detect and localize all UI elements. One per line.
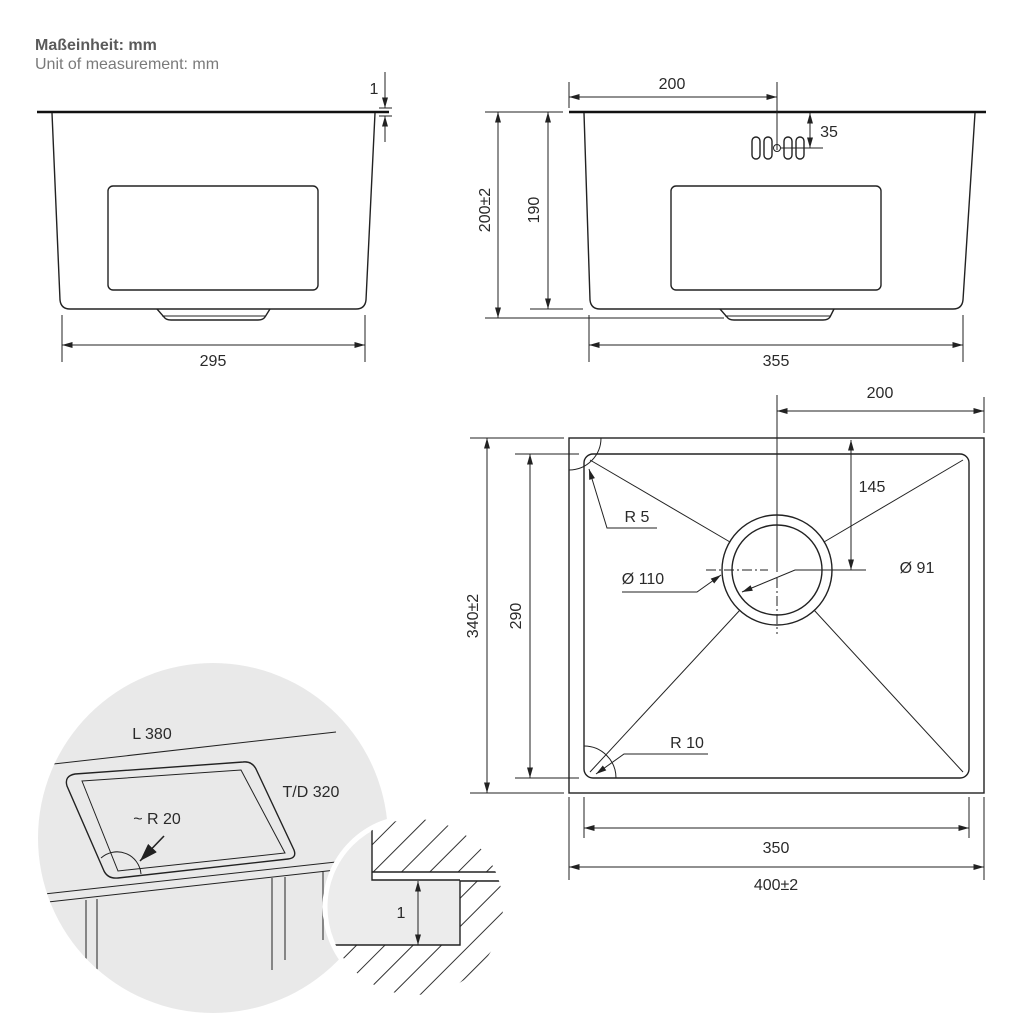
rim-section-detail: 1 bbox=[322, 814, 508, 1000]
drain-inner-diameter-callout: Ø 91 bbox=[741, 560, 935, 593]
inner-width-label: 350 bbox=[763, 840, 790, 857]
cutout-corner-radius-arc bbox=[100, 851, 142, 875]
slope-line bbox=[823, 459, 964, 543]
top-width-dimensions: 350 400±2 bbox=[568, 797, 985, 894]
top-depth-dimensions: 340±2 290 bbox=[465, 437, 579, 794]
base-section-hatch bbox=[327, 881, 503, 995]
side-view: 200 35 200±2 190 355 bbox=[477, 76, 986, 370]
drain-offset-x-dimension: 200 bbox=[777, 385, 985, 433]
corner-radius-arc bbox=[568, 437, 602, 471]
side-drain-housing bbox=[719, 308, 835, 321]
leader-line bbox=[595, 753, 708, 775]
top-inner-depth-label: 290 bbox=[508, 603, 525, 630]
front-drain-housing bbox=[156, 308, 271, 321]
front-width-dimension: 295 bbox=[61, 315, 366, 370]
bowl-slope-lines bbox=[589, 459, 964, 773]
slope-line bbox=[589, 609, 741, 773]
detail-background-circle bbox=[38, 663, 388, 1013]
drain-outer-diameter-label: Ø 110 bbox=[622, 571, 665, 588]
outer-corner-radius-label: R 5 bbox=[625, 509, 650, 526]
side-bowl-panel bbox=[670, 185, 882, 291]
countertop-back-edge bbox=[38, 731, 337, 767]
countertop-profile-line bbox=[371, 819, 460, 881]
slope-line bbox=[813, 609, 964, 773]
front-view: 1 295 bbox=[37, 72, 392, 370]
rim-gap-label: 1 bbox=[397, 905, 406, 922]
overflow-slot bbox=[751, 136, 761, 160]
leader-line bbox=[622, 574, 722, 593]
front-bowl-panel bbox=[107, 185, 319, 291]
installation-detail: L 380 T/D 320 ~ R 20 bbox=[38, 663, 388, 1013]
total-depth-label: 340±2 bbox=[465, 594, 482, 638]
side-width-dimension: 355 bbox=[588, 315, 964, 370]
cutout-corner-radius-arrow bbox=[139, 835, 165, 862]
drain-offset-y-label: 145 bbox=[859, 479, 886, 496]
inner-corner-radius-callout: R 10 bbox=[583, 735, 708, 779]
sink-rim-section bbox=[372, 872, 503, 880]
countertop-front-edge-lower bbox=[47, 869, 337, 903]
overflow-height-label: 35 bbox=[820, 124, 838, 141]
inner-corner-radius-label: R 10 bbox=[670, 735, 704, 752]
drain-offset-y-dimension: 145 bbox=[848, 440, 886, 570]
side-bowl-outline bbox=[583, 112, 976, 310]
drain-offset-x-label: 200 bbox=[867, 385, 894, 402]
countertop-front-edge bbox=[43, 861, 337, 895]
drain-center-lines bbox=[706, 395, 778, 634]
front-rim-thickness-dimension: 1 bbox=[370, 72, 392, 142]
drain-inner-diameter-label: Ø 91 bbox=[900, 560, 935, 577]
unit-label-de: Maßeinheit: mm bbox=[35, 37, 157, 54]
cutout-depth-label: T/D 320 bbox=[283, 784, 340, 801]
front-bowl-outline bbox=[51, 112, 376, 310]
outer-corner-radius-callout: R 5 bbox=[568, 437, 657, 529]
cutout-corner-radius-label: ~ R 20 bbox=[133, 811, 181, 828]
overflow-height-dimension: 35 bbox=[781, 113, 838, 149]
top-view: 200 145 Ø 91 Ø 110 R 5 R 10 bbox=[465, 385, 985, 894]
overflow-slot bbox=[763, 136, 773, 160]
base-profile-line bbox=[327, 880, 503, 946]
front-rim-thickness-label: 1 bbox=[370, 81, 379, 98]
leader-line bbox=[588, 468, 657, 529]
total-width-label: 400±2 bbox=[754, 877, 798, 894]
total-height-label: 200±2 bbox=[477, 188, 494, 232]
sink-cutout-outline bbox=[65, 761, 296, 879]
unit-label-en: Unit of measurement: mm bbox=[35, 56, 219, 73]
inner-depth-label: 190 bbox=[526, 197, 543, 224]
slope-line bbox=[589, 459, 731, 543]
side-height-dimensions: 200±2 190 bbox=[477, 111, 724, 319]
side-width-label: 355 bbox=[763, 353, 790, 370]
front-width-label: 295 bbox=[200, 353, 227, 370]
corner-radius-arc bbox=[583, 745, 617, 779]
side-drain-offset-dimension: 200 bbox=[568, 76, 778, 150]
drain-outer-diameter-callout: Ø 110 bbox=[622, 571, 722, 593]
side-drain-offset-label: 200 bbox=[659, 76, 686, 93]
leader-line bbox=[741, 569, 866, 593]
sink-cutout-inner-edge bbox=[81, 769, 286, 872]
cutout-length-label: L 380 bbox=[132, 726, 172, 743]
